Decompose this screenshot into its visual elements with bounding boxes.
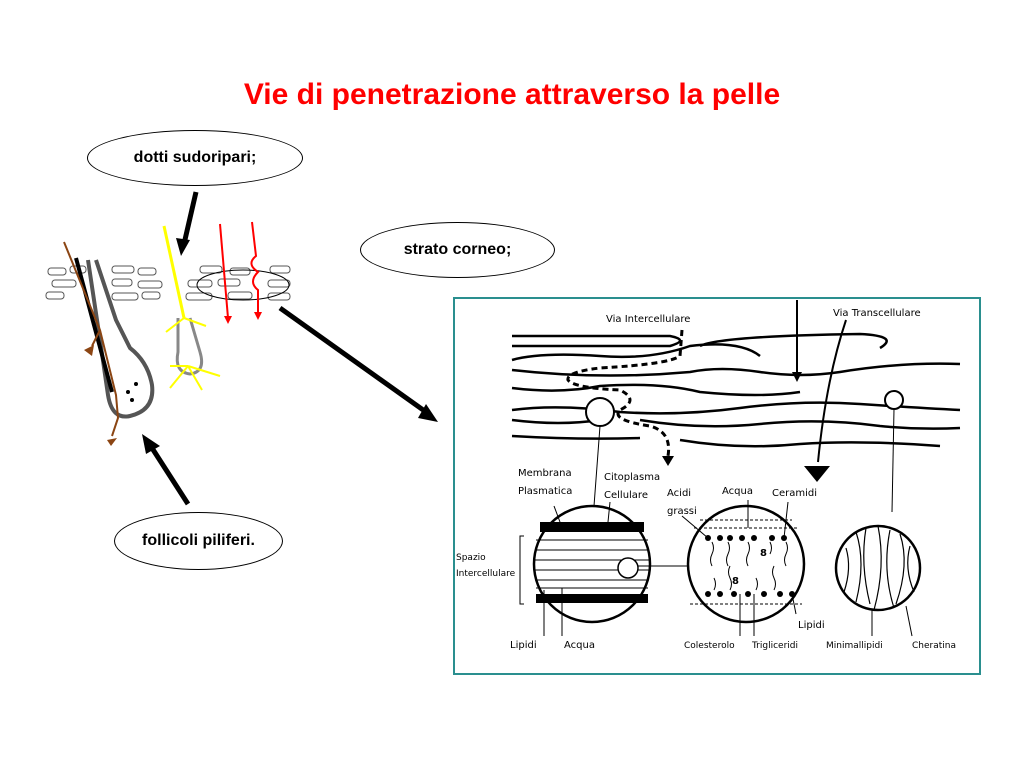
membrane-circle <box>532 504 690 624</box>
label-acqua-bottom: Acqua <box>564 640 595 651</box>
label-cellulare: Cellulare <box>604 490 648 501</box>
label-lipidi-mid: Lipidi <box>798 620 825 631</box>
pointer-arrows <box>142 191 438 506</box>
label-grassi: grassi <box>667 506 697 517</box>
label-colesterolo: Colesterolo <box>684 641 735 651</box>
intercellular-path <box>566 329 684 457</box>
callout-dotti-sudoripari: dotti sudoripari; <box>87 130 303 186</box>
detail-panel-border <box>453 297 981 675</box>
label-acidi: Acidi <box>667 488 691 499</box>
stratum-corneum-highlight <box>196 269 290 301</box>
hair-follicle <box>63 241 155 437</box>
label-membrana: Membrana <box>518 468 572 479</box>
label-citoplasma: Citoplasma <box>604 472 660 483</box>
callout-strato-corneo: strato corneo; <box>360 222 555 278</box>
label-acqua-top: Acqua <box>722 486 753 497</box>
label-lipidi-bottom: Lipidi <box>510 640 537 651</box>
label-intercellulare: Intercellulare <box>456 569 516 579</box>
label-plasmatica: Plasmatica <box>518 486 572 497</box>
label-minimallipidi: Minimallipidi <box>826 641 883 651</box>
label-via-transcellulare: Via Transcellulare <box>833 308 921 319</box>
label-ceramidi: Ceramidi <box>772 488 817 499</box>
label-via-intercellulare: Via Intercellulare <box>606 314 690 325</box>
red-penetration-arrows <box>219 221 260 319</box>
label-trigliceridi: Trigliceridi <box>751 641 798 651</box>
stratum-corneum-layer <box>45 265 291 301</box>
page-title: Vie di penetrazione attraverso la pelle <box>243 78 781 111</box>
svg-text:8: 8 <box>760 548 767 559</box>
keratin-circle <box>834 524 922 612</box>
sweat-duct <box>162 225 221 391</box>
label-cheratina: Cheratina <box>912 641 956 651</box>
lipid-circle: 8 8 <box>686 504 806 624</box>
callout-follicoli-piliferi: follicoli piliferi. <box>114 512 283 570</box>
label-spazio: Spazio <box>456 553 486 563</box>
svg-text:8: 8 <box>732 576 739 587</box>
